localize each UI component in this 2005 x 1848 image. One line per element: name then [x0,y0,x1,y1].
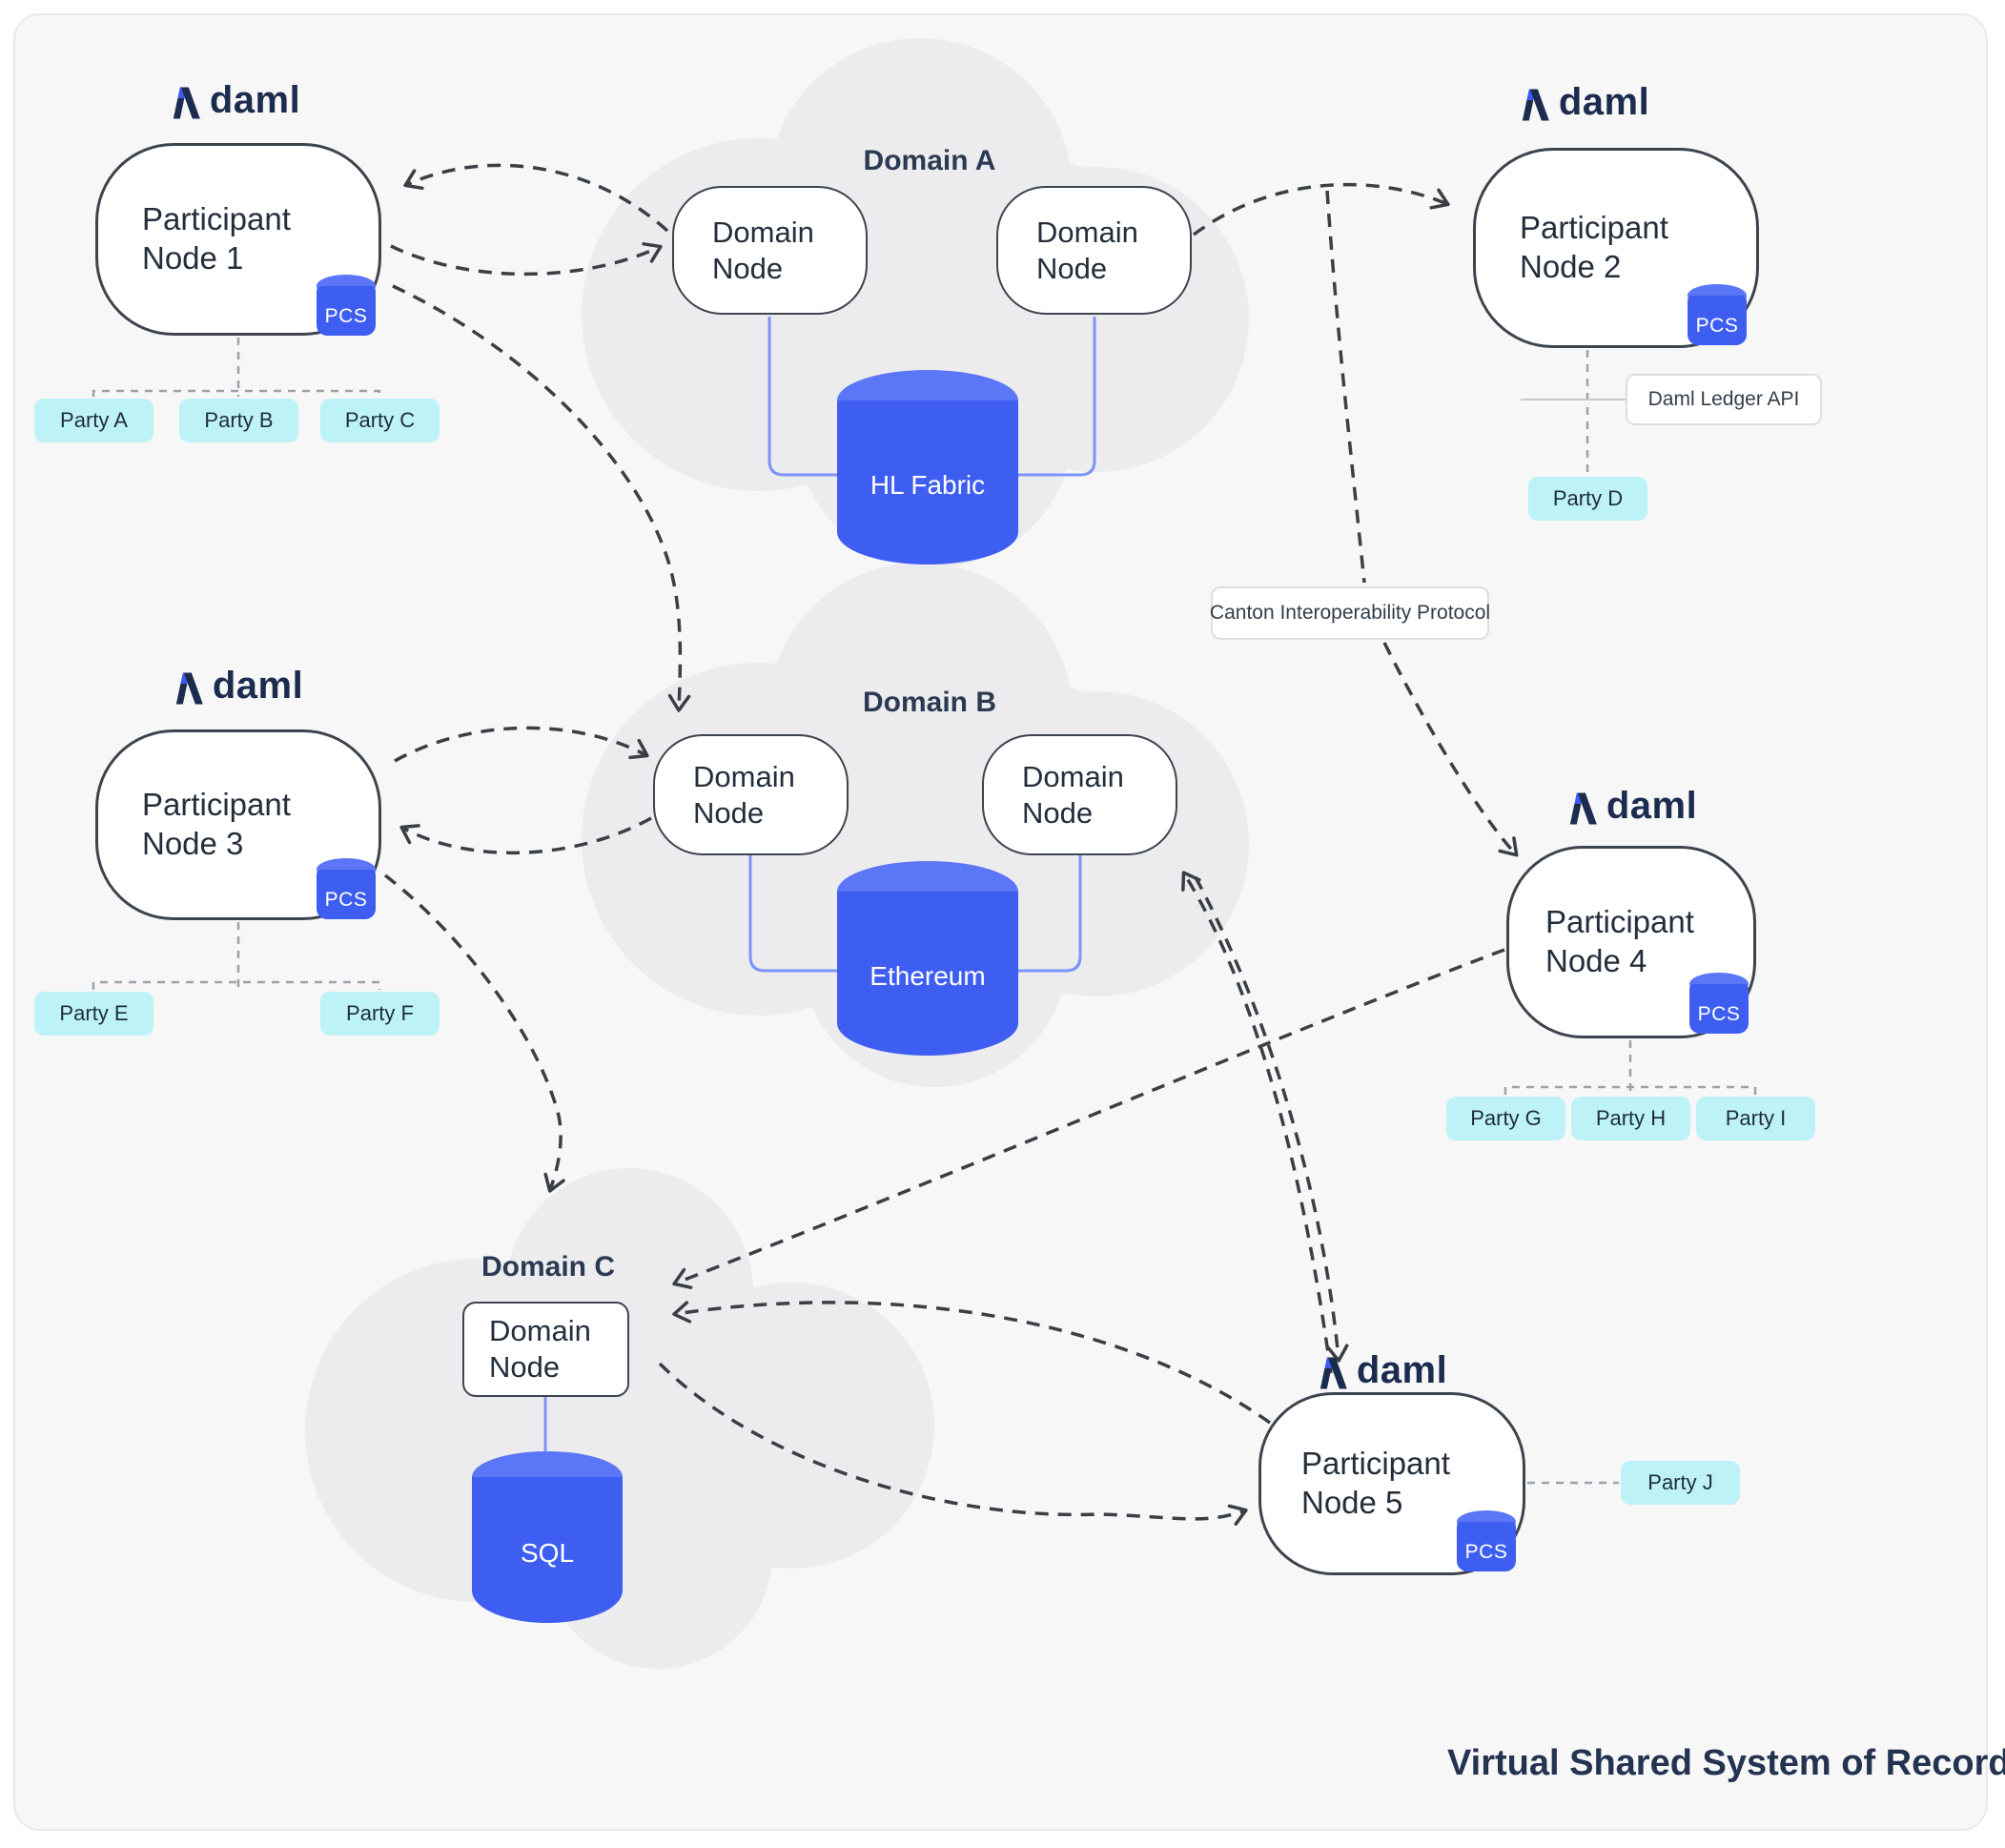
domain-node-label: Domain Node [712,215,814,285]
participant-node-3-label: Participant Node 3 [142,787,291,861]
pcs-badge-5: PCS [1457,1510,1516,1571]
domain-b-label: Domain B [862,687,997,718]
domain-a-node-1: Domain Node [672,186,868,315]
domain-b-node-1: Domain Node [653,734,849,855]
daml-lambda-icon [173,87,200,119]
domain-a-ledger-label: HL Fabric [870,470,986,500]
domain-node-label: Domain Node [1022,759,1124,830]
participant-node-2-label: Participant Node 2 [1520,210,1668,284]
party-d-box: Party D [1528,477,1647,521]
domain-a-label: Domain A [863,145,996,176]
party-a-box: Party A [34,399,153,442]
ethereum-database-icon: Ethereum [837,861,1018,1056]
daml-lambda-icon [1569,792,1597,825]
domain-c-node-1: Domain Node [462,1302,629,1397]
domain-c-ledger-label: SQL [520,1537,575,1568]
pcs-badge-label: PCS [1464,1541,1508,1563]
party-g-box: Party G [1446,1097,1565,1140]
party-e-box: Party E [34,992,153,1036]
party-f-box: Party F [320,992,440,1036]
party-c-box: Party C [320,399,440,442]
party-b-box: Party B [179,399,298,442]
daml-lambda-icon [1320,1357,1347,1389]
party-i-box: Party I [1696,1097,1815,1140]
participant-node-3: Participant Node 3 [95,729,381,920]
daml-logo-5: daml [1318,1350,1447,1394]
daml-logo-3: daml [174,666,303,709]
pcs-badge-label: PCS [324,305,368,327]
participant-node-1-label: Participant Node 1 [142,201,291,276]
domain-a-node-2: Domain Node [996,186,1192,315]
daml-wordmark: daml [209,79,301,121]
domain-node-label: Domain Node [489,1314,591,1384]
pcs-badge-label: PCS [324,889,368,911]
diagram-title: Virtual Shared System of Record [1447,1743,2005,1783]
canton-protocol-label: Canton Interoperability Protocol [1210,586,1490,640]
daml-logo-1: daml [171,80,300,124]
daml-wordmark: daml [1606,785,1698,827]
daml-lambda-icon [175,672,203,705]
daml-lambda-icon [1522,89,1549,121]
pcs-badge-4: PCS [1689,973,1749,1034]
participant-node-4-label: Participant Node 4 [1545,904,1694,978]
hl-fabric-database-icon: HL Fabric [837,370,1018,565]
party-j-box: Party J [1621,1461,1740,1505]
pcs-badge-3: PCS [317,858,376,919]
domain-c-label: Domain C [481,1251,616,1283]
daml-logo-4: daml [1567,786,1697,830]
daml-wordmark: daml [1356,1349,1448,1391]
pcs-badge-label: PCS [1697,1003,1741,1025]
domain-b-ledger-label: Ethereum [870,961,986,991]
daml-ledger-api-label: Daml Ledger API [1626,374,1822,425]
daml-wordmark: daml [212,665,304,707]
party-h-box: Party H [1571,1097,1690,1140]
daml-logo-2: daml [1520,82,1649,126]
domain-node-label: Domain Node [1036,215,1138,285]
pcs-badge-1: PCS [317,275,376,336]
daml-wordmark: daml [1558,81,1650,123]
domain-b-node-2: Domain Node [982,734,1177,855]
participant-node-5-label: Participant Node 5 [1301,1446,1450,1520]
sql-database-icon: SQL [472,1451,623,1623]
pcs-badge-label: PCS [1695,315,1739,337]
pcs-badge-2: PCS [1688,284,1747,345]
domain-node-label: Domain Node [693,759,795,830]
